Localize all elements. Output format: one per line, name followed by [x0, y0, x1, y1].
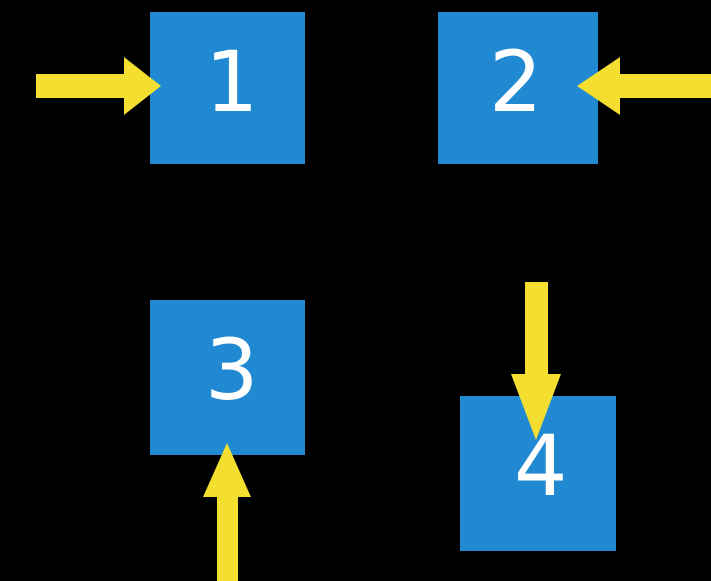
node-label-4: 4	[514, 417, 568, 515]
node-label-1: 1	[205, 33, 259, 131]
node-box-1[interactable]	[150, 12, 305, 164]
node-label-2: 2	[489, 33, 543, 131]
arrow-up-into-box-3[interactable]	[203, 443, 251, 581]
node-box-3[interactable]	[150, 300, 305, 455]
arrow-down-into-box-4[interactable]	[511, 282, 561, 440]
arrow-right-into-box-1[interactable]	[36, 57, 161, 115]
node-box-2[interactable]	[438, 12, 598, 164]
node-label-3: 3	[205, 321, 259, 419]
arrow-left-into-box-2[interactable]	[577, 57, 711, 115]
